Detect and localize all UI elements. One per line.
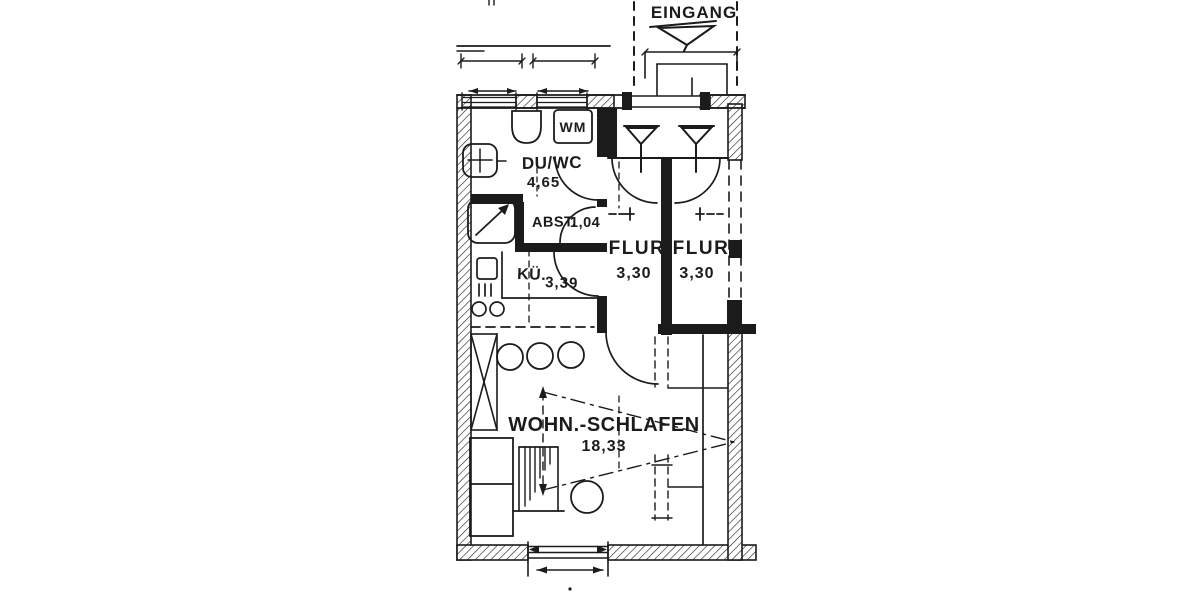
dimension-lines-top (456, 0, 611, 94)
wall-bath-hall-top (597, 108, 617, 157)
kitchen-sink (476, 257, 498, 280)
label-entrance: EINGANG (651, 3, 737, 22)
label-hall-left-area: 3,30 (616, 265, 651, 282)
entrance-canopy (633, 1, 738, 91)
hob-burner (471, 301, 487, 317)
shower (467, 198, 516, 244)
wall-hall-bottom (658, 324, 756, 334)
round-table (570, 480, 604, 514)
living-furniture (469, 333, 604, 537)
kitchen-fixtures (470, 251, 598, 328)
chair (526, 342, 554, 370)
entrance-door-arc-left (611, 157, 658, 204)
label-hall-right: FLUR (673, 238, 730, 259)
kitchen-marks (478, 283, 492, 297)
exterior-walls (456, 92, 757, 561)
label-bath-area: 4,65 (527, 174, 560, 191)
label-hall-right-area: 3,30 (679, 265, 714, 282)
toilet (511, 110, 542, 144)
right-wall-upper (727, 103, 743, 161)
label-kitchen-area: 3,39 (545, 274, 579, 292)
door-arcs (553, 156, 721, 385)
entrance-arrow-symbol (649, 20, 718, 52)
storage-door-arc (559, 206, 596, 244)
wardrobe (470, 333, 498, 431)
window-swing-symbol (539, 386, 735, 496)
room-labels: EINGANG WM DU/WC 4,65 ABST. 1,04 FLUR 3,… (508, 3, 737, 455)
right-strip (651, 334, 729, 546)
bed (469, 437, 514, 537)
label-living: WOHN.-SCHLAFEN (508, 414, 699, 436)
bottom-wall-left (456, 544, 529, 561)
entrance-door-symbols (623, 125, 715, 173)
entrance-door-arc-right (674, 157, 721, 204)
label-storage: ABST. (532, 214, 577, 231)
wall-right-post (727, 300, 742, 333)
chair (496, 343, 524, 371)
washing-machine (553, 109, 593, 144)
label-washing-machine: WM (560, 119, 587, 135)
wall-abst-bottom (515, 243, 607, 252)
washbasin (462, 143, 507, 178)
bath-door-arc (554, 156, 599, 201)
wall-door-post (597, 296, 607, 333)
hob-burner (489, 301, 505, 317)
top-window-1 (461, 92, 517, 111)
axis-dashed-lines (528, 161, 620, 471)
left-wall (456, 94, 472, 561)
chair (557, 341, 585, 369)
wall-hall-divider (661, 157, 672, 335)
hall-dimension-ticks (608, 207, 724, 221)
bath-fixtures (462, 109, 593, 244)
right-wall-lower (727, 332, 743, 561)
top-window-2 (536, 92, 588, 111)
wall-abst-left (515, 202, 524, 252)
interior-walls (471, 108, 756, 335)
entrance-jamb-right (700, 92, 710, 110)
label-bath: DU/WC (522, 153, 582, 173)
slatted-unit (512, 446, 565, 512)
kitchen-door-arc (553, 251, 599, 297)
entrance-jamb-left (622, 92, 632, 110)
label-hall-left: FLUR (609, 238, 666, 259)
label-storage-area: 1,04 (570, 215, 600, 231)
entrance-dimension-lines (641, 48, 741, 96)
label-living-area: 18,33 (581, 438, 626, 455)
cut-wall-dashed (728, 159, 742, 301)
bottom-window (527, 541, 609, 591)
label-kitchen: KÜ. (517, 264, 547, 284)
living-door-arc (605, 331, 659, 385)
